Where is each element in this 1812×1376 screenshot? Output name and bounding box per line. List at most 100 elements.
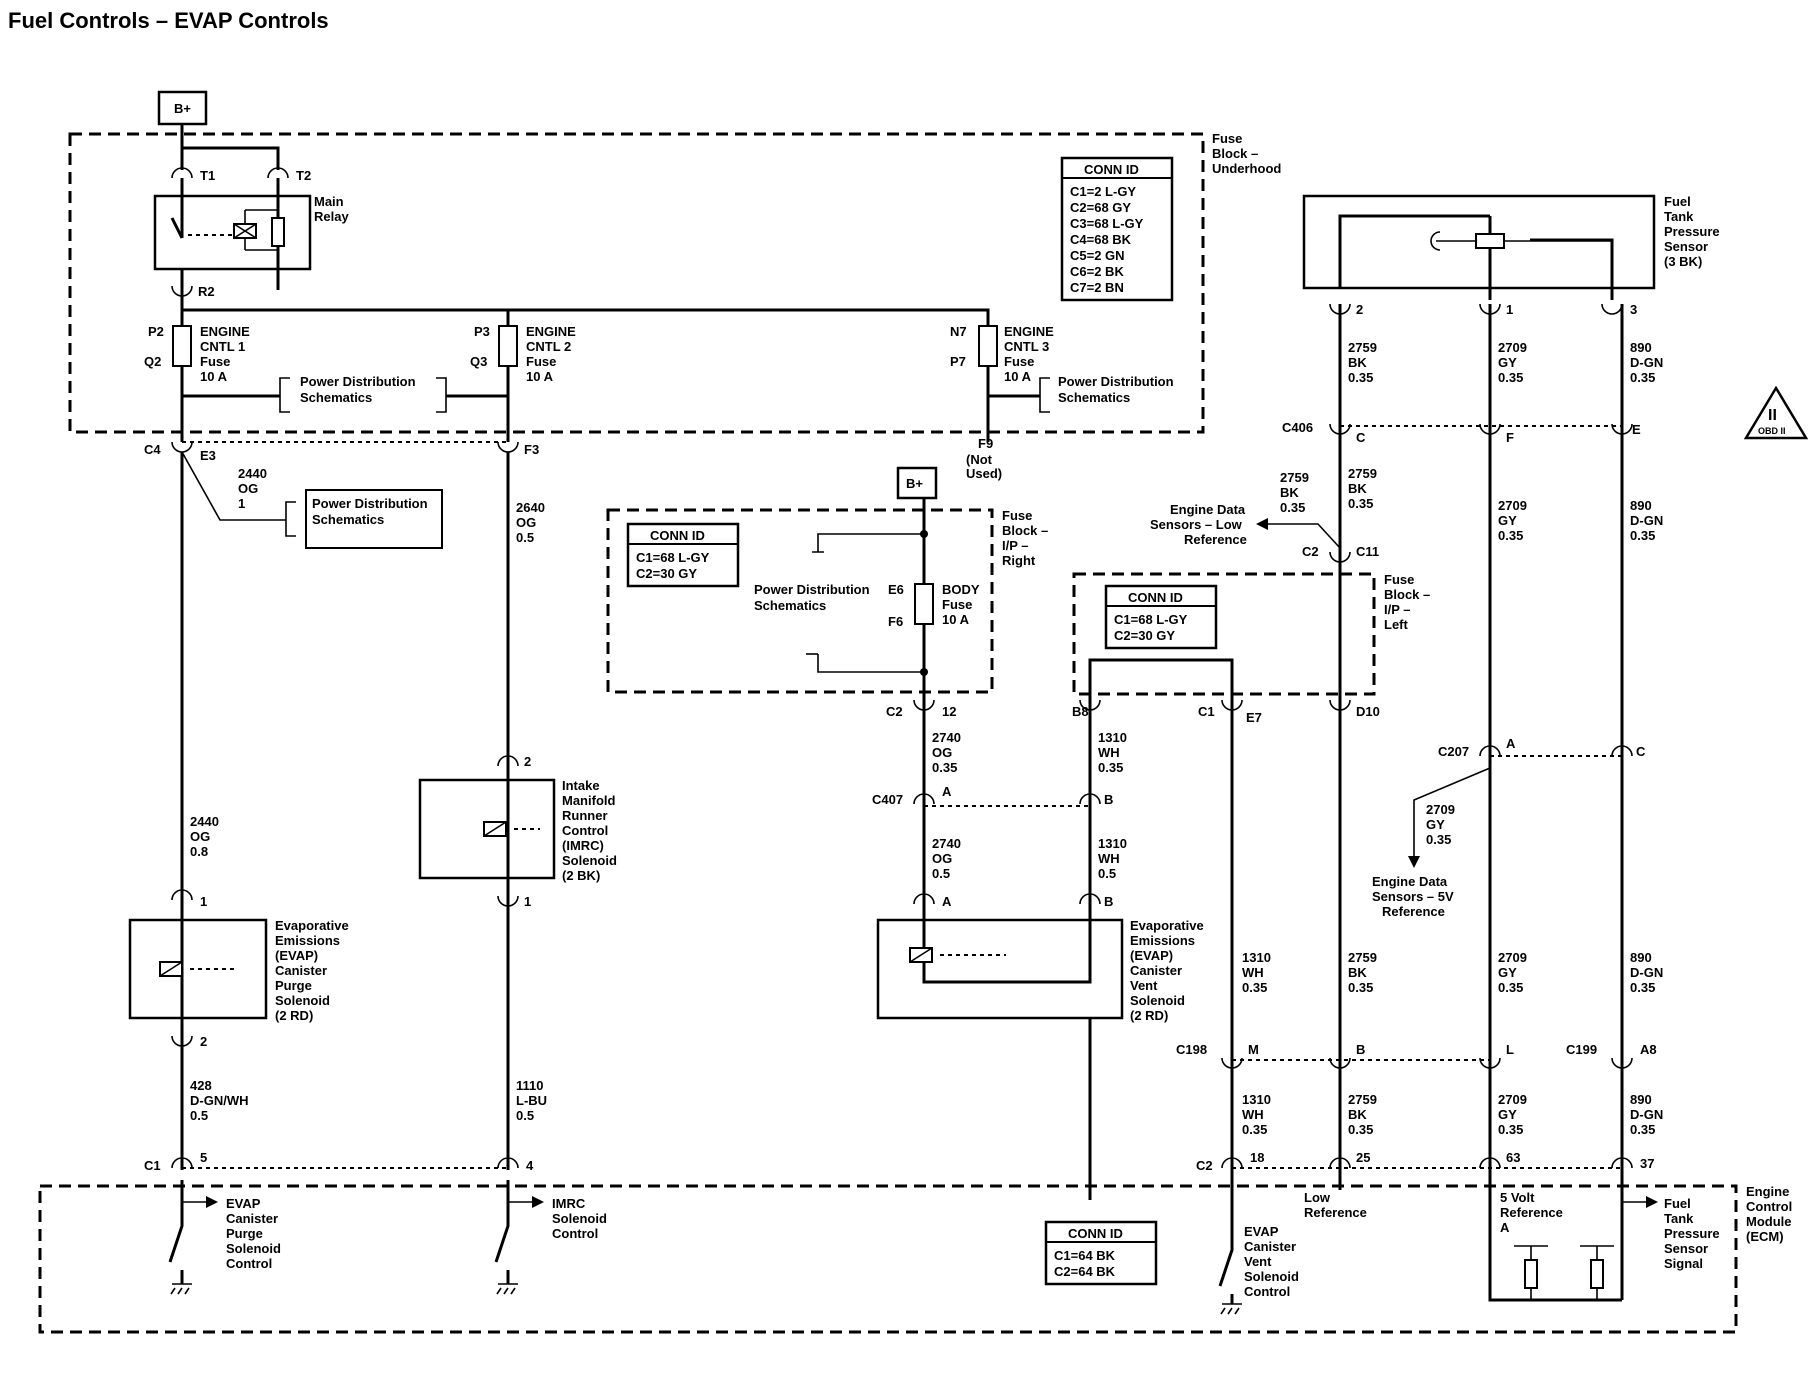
c198-label: C198	[1176, 1042, 1207, 1057]
vent-pin: B	[1104, 894, 1113, 909]
fuse-engine-cntl-1: P2 Q2 ENGINE CNTL 1 Fuse 10 A	[144, 324, 250, 384]
arrow-down	[1408, 856, 1420, 868]
vent-label: (EVAP)	[1130, 948, 1173, 963]
c11-pin	[1329, 551, 1351, 563]
fuse-label: 10 A	[1004, 369, 1032, 384]
conn-id-row: C3=68 L-GY	[1070, 216, 1144, 231]
battery-label: B+	[174, 101, 191, 116]
wire-label: 0.35	[1426, 832, 1451, 847]
vent-label: Evaporative	[1130, 918, 1204, 933]
ecm-ftp-signal: Tank	[1664, 1211, 1694, 1226]
conn-id-row: C5=2 GN	[1070, 248, 1125, 263]
c406-label: C406	[1282, 420, 1313, 435]
purge-label: (EVAP)	[275, 948, 318, 963]
wire-label: 1110	[516, 1078, 544, 1093]
b8-label: B8	[1072, 704, 1089, 719]
wire-label: 428	[190, 1078, 212, 1093]
wire-label: 0.35	[1498, 1122, 1523, 1137]
purge-label: Evaporative	[275, 918, 349, 933]
wire-label: GY	[1498, 513, 1517, 528]
sensor-label: Sensor	[1664, 239, 1708, 254]
c2-ecm-pin: 37	[1640, 1156, 1654, 1171]
purge-pin-1: 1	[200, 894, 207, 909]
wire-label: 2759	[1348, 950, 1377, 965]
pds-bracket-3	[285, 501, 296, 537]
ip-left-label: Left	[1384, 617, 1409, 632]
wire-label: 0.8	[190, 844, 208, 859]
purge-pin-2: 2	[200, 1034, 207, 1049]
c1-label: C1	[1198, 704, 1215, 719]
bus-wire	[182, 308, 990, 442]
wire-label: OG	[932, 851, 952, 866]
wire-label: L-BU	[516, 1093, 547, 1108]
pds-label-4a: Power Distribution	[754, 582, 870, 597]
ecm-internal-loop	[1488, 1180, 1622, 1302]
wire-label: 2440	[190, 814, 219, 829]
fuse-pin: P3	[474, 324, 490, 339]
c2-ecm-pin: 25	[1356, 1150, 1370, 1165]
c198-pins	[1221, 1057, 1633, 1069]
wire-label: 0.5	[516, 1108, 534, 1123]
wire-label: D-GN	[1630, 965, 1663, 980]
obd-mark: II	[1768, 407, 1777, 424]
imrc-label: Solenoid	[562, 853, 617, 868]
purge-label: Purge	[275, 978, 312, 993]
c406-pin: E	[1632, 422, 1641, 437]
wire-label: 2759	[1280, 470, 1309, 485]
conn-id-underhood: CONN ID C1=2 L-GY C2=68 GY C3=68 L-GY C4…	[1060, 156, 1174, 302]
ecm-imrc-label: IMRC	[552, 1196, 586, 1211]
c198-pin: L	[1506, 1042, 1514, 1057]
conn-id-row: C1=68 L-GY	[1114, 612, 1188, 627]
wire-label: 2640	[516, 500, 545, 515]
imrc-label: (2 BK)	[562, 868, 600, 883]
imrc-solenoid: 2 1 Intake Manifold Runner Control (IMRC…	[418, 754, 617, 909]
c1-ecm-pin: 4	[526, 1158, 534, 1173]
wire-label: WH	[1098, 745, 1120, 760]
fuse-block-ip-left-border	[1072, 572, 1376, 696]
vent-label: Emissions	[1130, 933, 1195, 948]
c4-connector-pins	[171, 441, 519, 453]
wire-label: BK	[1348, 965, 1367, 980]
engine-data-low: Sensors – Low	[1150, 517, 1243, 532]
battery-label-2: B+	[906, 476, 923, 491]
purge-label: Canister	[275, 963, 327, 978]
conn-id-title: CONN ID	[650, 528, 705, 543]
fuse-engine-cntl-2: P3 Q3 ENGINE CNTL 2 Fuse 10 A	[470, 324, 576, 384]
conn-id-row: C1=68 L-GY	[636, 550, 710, 565]
fuse-pin: P7	[950, 354, 966, 369]
wire-label: OG	[238, 481, 258, 496]
c4-label: C4	[144, 442, 161, 457]
conn-id-ip-left: CONN ID C1=68 L-GY C2=30 GY	[1104, 584, 1218, 650]
c207-pin: A	[1506, 736, 1516, 751]
vent-driver-switch	[1218, 1180, 1234, 1304]
c198-pin: M	[1248, 1042, 1259, 1057]
wire-label: GY	[1426, 817, 1445, 832]
resistor-icon	[1524, 1259, 1538, 1289]
fuse-pin: Q2	[144, 354, 161, 369]
conn-id-title: CONN ID	[1084, 162, 1139, 177]
fuel-tank-pressure-sensor: Fuel Tank Pressure Sensor (3 BK) 2 1 3	[1302, 194, 1720, 317]
a8-label: A8	[1640, 1042, 1657, 1057]
pds-bracket-1	[279, 377, 447, 413]
sensor-label: Pressure	[1664, 224, 1720, 239]
imrc-label: Manifold	[562, 793, 615, 808]
wire-label: 890	[1630, 1092, 1652, 1107]
wire-label: 0.5	[932, 866, 950, 881]
arrow-left	[1256, 518, 1268, 530]
purge-label: (2 RD)	[275, 1008, 313, 1023]
purge-driver-switch	[168, 1180, 184, 1284]
wire-label: 2759	[1348, 340, 1377, 355]
f9-label: F9	[978, 436, 993, 451]
vent-solenoid: A B Evaporative Emissions (EVAP) Caniste…	[876, 893, 1204, 1023]
wire-label: 890	[1630, 950, 1652, 965]
ecm-label: Control	[1746, 1199, 1792, 1214]
wire-label: 2740	[932, 730, 961, 745]
imrc-label: Runner	[562, 808, 608, 823]
obd-label: OBD II	[1758, 426, 1786, 436]
wire-label: 890	[1630, 340, 1652, 355]
ip-right-label: Right	[1002, 553, 1036, 568]
ecm-purge-label: EVAP	[226, 1196, 261, 1211]
wire-label: 0.35	[1098, 760, 1123, 775]
wire-label: 2740	[932, 836, 961, 851]
resistor-leads	[1514, 1245, 1614, 1260]
